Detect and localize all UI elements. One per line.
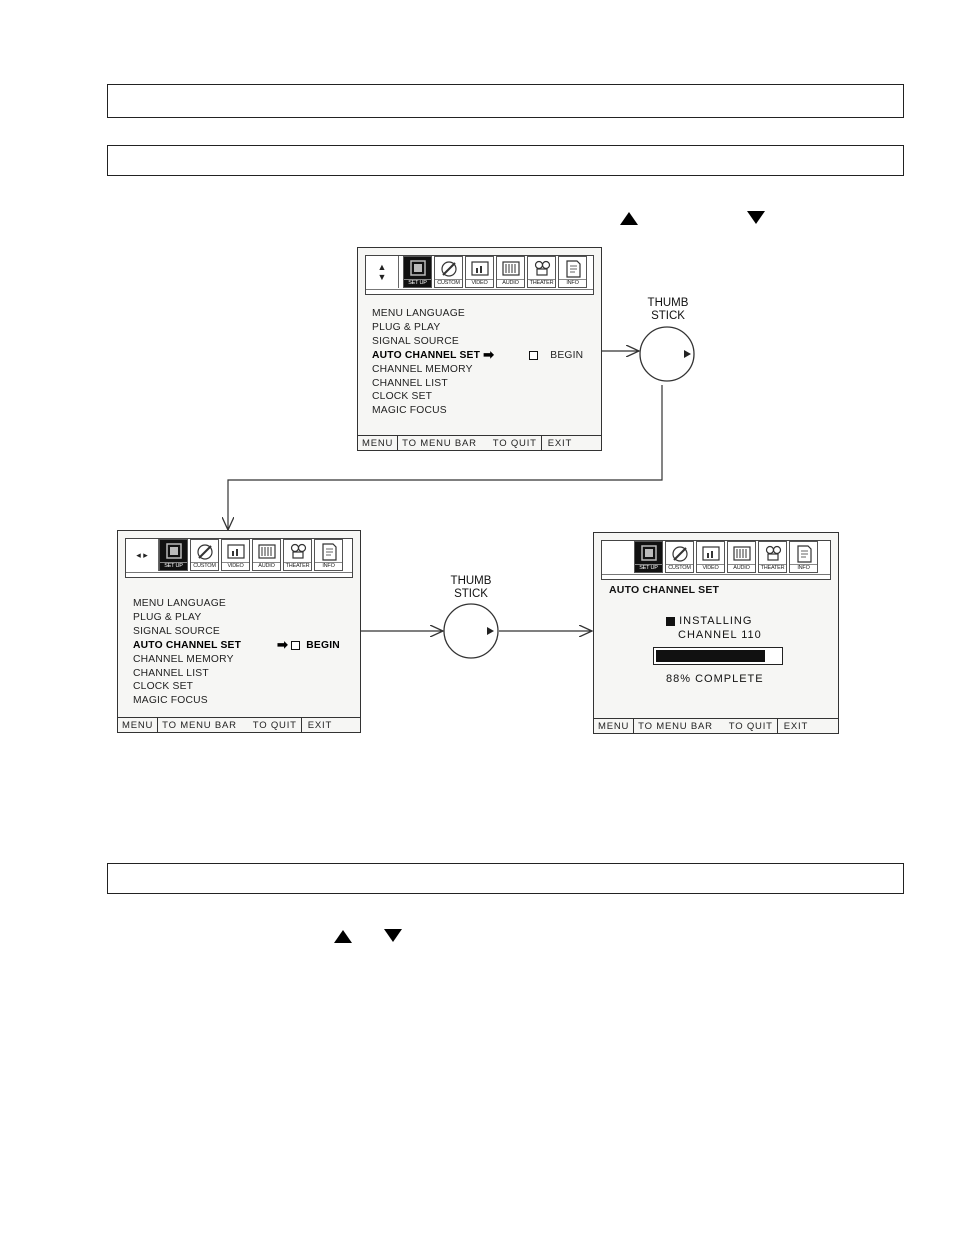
info-icon[interactable]: INFO — [789, 541, 818, 573]
thumb-stick-circle-1 — [639, 326, 695, 382]
menu-bottom-bar: MENU TO MENU BAR TO QUIT EXIT — [358, 435, 601, 450]
section-header-bar-2 — [107, 145, 904, 176]
menu-item[interactable]: MAGIC FOCUS — [133, 695, 208, 707]
menu-item-selected[interactable]: AUTO CHANNEL SET — [133, 639, 242, 651]
menu-icon-bar: ◂ ▸ SET UP CUSTOM VIDEO AUDIO THEATER IN… — [125, 538, 353, 578]
checkbox-icon[interactable] — [291, 640, 301, 650]
info-icon[interactable]: INFO — [558, 256, 587, 288]
menu-item-list: MENU LANGUAGE PLUG & PLAY SIGNAL SOURCE … — [372, 307, 494, 418]
bottom-to-menu-bar-label: TO MENU BAR — [638, 720, 713, 732]
begin-option[interactable]: BEGIN — [529, 349, 583, 363]
progress-title: AUTO CHANNEL SET — [609, 584, 720, 596]
bottom-to-quit-label: TO QUIT — [252, 719, 297, 731]
begin-option[interactable]: ➡ BEGIN — [277, 637, 340, 653]
menu-item-list: MENU LANGUAGE PLUG & PLAY SIGNAL SOURCE … — [133, 597, 241, 708]
checkbox-icon[interactable] — [529, 350, 538, 360]
right-arrow-icon: ➡ — [483, 347, 495, 362]
channel-number: CHANNEL 110 — [678, 629, 762, 641]
custom-icon[interactable]: CUSTOM — [434, 256, 463, 288]
menu-icon-bar: ▲▼ SET UP CUSTOM VIDEO AUDIO THEATER INF… — [365, 255, 594, 295]
bottom-exit-label: EXIT — [307, 719, 333, 731]
setup-icon[interactable]: SET UP — [634, 541, 663, 573]
video-icon[interactable]: VIDEO — [221, 539, 250, 571]
menu-item[interactable]: CHANNEL LIST — [372, 377, 448, 389]
audio-icon[interactable]: AUDIO — [496, 256, 525, 288]
thumb-label-line2: STICK — [651, 310, 685, 322]
theater-icon[interactable]: THEATER — [283, 539, 312, 571]
menu-item[interactable]: MAGIC FOCUS — [372, 405, 447, 417]
bottom-exit-label: EXIT — [783, 720, 809, 732]
up-arrow-icon-2 — [334, 930, 352, 943]
bottom-to-quit-label: TO QUIT — [728, 720, 773, 732]
setup-icon[interactable]: SET UP — [159, 539, 188, 571]
menu-item[interactable]: SIGNAL SOURCE — [372, 335, 459, 347]
section-header-bar-1 — [107, 84, 904, 118]
setup-menu-screen-2: ◂ ▸ SET UP CUSTOM VIDEO AUDIO THEATER IN… — [117, 530, 361, 733]
right-arrow-icon: ➡ — [277, 637, 289, 653]
setup-icon[interactable]: SET UP — [403, 256, 432, 288]
progress-complete-text: 88% COMPLETE — [666, 673, 764, 685]
custom-icon[interactable]: CUSTOM — [665, 541, 694, 573]
thumb-stick-label-1: THUMB STICK — [638, 297, 698, 323]
progress-bar-fill — [656, 650, 766, 662]
thumb-label-line1: THUMB — [450, 575, 492, 587]
installing-status: INSTALLING — [666, 615, 752, 627]
progress-bar — [653, 647, 783, 665]
video-icon[interactable]: VIDEO — [696, 541, 725, 573]
setup-menu-screen-1: ▲▼ SET UP CUSTOM VIDEO AUDIO THEATER INF… — [357, 247, 602, 451]
menu-item[interactable]: SIGNAL SOURCE — [133, 625, 220, 637]
info-icon[interactable]: INFO — [314, 539, 343, 571]
custom-icon[interactable]: CUSTOM — [190, 539, 219, 571]
theater-icon[interactable]: THEATER — [527, 256, 556, 288]
menu-bottom-bar: MENU TO MENU BAR TO QUIT EXIT — [594, 718, 838, 733]
bottom-menu-label: MENU — [362, 437, 394, 449]
up-down-nav-icon: ▲▼ — [366, 256, 399, 288]
down-arrow-icon-2 — [384, 929, 402, 942]
left-right-nav-icon: ◂ ▸ — [126, 539, 159, 571]
menu-item[interactable]: PLUG & PLAY — [372, 321, 441, 333]
menu-icon-bar: SET UP CUSTOM VIDEO AUDIO THEATER INFO — [601, 540, 831, 580]
thumb-label-line2: STICK — [454, 588, 488, 600]
bottom-exit-label: EXIT — [547, 437, 573, 449]
bottom-menu-label: MENU — [598, 720, 630, 732]
thumb-label-line1: THUMB — [647, 297, 689, 309]
menu-item[interactable]: MENU LANGUAGE — [133, 598, 226, 609]
bottom-to-menu-bar-label: TO MENU BAR — [162, 719, 237, 731]
video-icon[interactable]: VIDEO — [465, 256, 494, 288]
menu-item[interactable]: MENU LANGUAGE — [372, 308, 465, 319]
audio-icon[interactable]: AUDIO — [727, 541, 756, 573]
checked-box-icon — [666, 616, 675, 626]
bottom-menu-label: MENU — [122, 719, 154, 731]
menu-item[interactable]: CHANNEL MEMORY — [133, 653, 234, 665]
thumb-stick-circle-2 — [443, 603, 499, 659]
menu-item[interactable]: CHANNEL LIST — [133, 667, 209, 679]
up-arrow-icon — [620, 212, 638, 225]
bottom-to-menu-bar-label: TO MENU BAR — [402, 437, 477, 449]
thumb-stick-label-2: THUMB STICK — [441, 575, 501, 601]
menu-item[interactable]: PLUG & PLAY — [133, 611, 202, 623]
menu-item[interactable]: CHANNEL MEMORY — [372, 363, 473, 375]
section-header-bar-3 — [107, 863, 904, 894]
audio-icon[interactable]: AUDIO — [252, 539, 281, 571]
menu-item[interactable]: CLOCK SET — [372, 391, 433, 403]
bottom-to-quit-label: TO QUIT — [492, 437, 537, 449]
auto-channel-progress-screen: SET UP CUSTOM VIDEO AUDIO THEATER INFO A… — [593, 532, 839, 734]
theater-icon[interactable]: THEATER — [758, 541, 787, 573]
menu-item-selected[interactable]: AUTO CHANNEL SET ➡ — [372, 347, 495, 362]
menu-item[interactable]: CLOCK SET — [133, 681, 194, 693]
down-arrow-icon — [747, 211, 765, 224]
menu-bottom-bar: MENU TO MENU BAR TO QUIT EXIT — [118, 717, 360, 732]
